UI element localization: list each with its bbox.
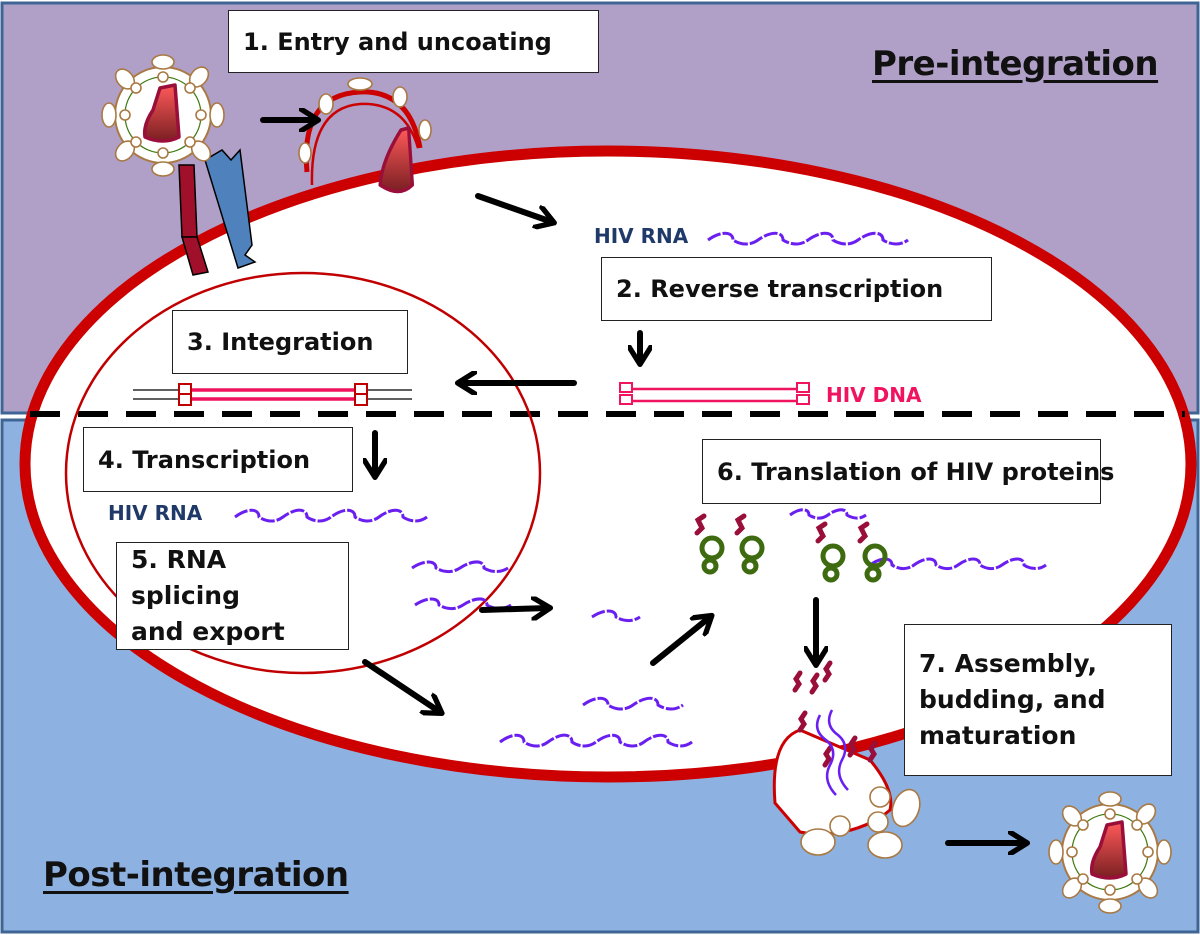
ribosome (734, 513, 765, 575)
nascent-protein (857, 521, 870, 544)
step-7-line-3: maturation (919, 721, 1077, 751)
nucleus-membrane (64, 271, 542, 675)
step-5-splicing-box: 5. RNA splicing and export (116, 542, 349, 650)
hiv-rna-strand (499, 733, 693, 748)
viral-protein (867, 740, 878, 763)
nascent-protein (694, 513, 707, 536)
ribosome (815, 521, 846, 583)
step-4-label: Transcription (132, 445, 311, 474)
step-5-line-1: 5. RNA splicing (131, 542, 334, 615)
step-5-line-2: and export (131, 617, 285, 647)
arrow-uncoating (475, 193, 552, 222)
step-7-number: 7. (919, 648, 946, 678)
coreceptor (204, 148, 257, 269)
step-6-translation-box: 6. Translation of HIV proteins (702, 439, 1114, 504)
packaged-rna (827, 709, 849, 791)
step-2-reverse-transcription-box: 2. Reverse transcription (601, 257, 992, 321)
integrated-provirus (133, 383, 412, 406)
viral-protein (809, 672, 820, 695)
nascent-protein (815, 521, 828, 544)
hiv-dna-label: HIV DNA (826, 383, 922, 407)
step-3-number: 3. (187, 328, 213, 356)
pre-integration-title: Pre-integration (872, 44, 1159, 84)
budding-virion (772, 660, 921, 859)
hiv-rna-label-cytoplasm: HIV RNA (594, 224, 689, 248)
step-1-entry-box: 1. Entry and uncoating (228, 10, 599, 73)
hiv-rna-strand (414, 597, 512, 611)
arrow-export-nuclear-2 (362, 659, 440, 712)
arrow-export-nuclear-1 (479, 608, 548, 610)
step-6-number: 6. (717, 457, 743, 486)
step-5-number: 5. (131, 544, 158, 574)
arrow-to-translation (650, 617, 710, 666)
hiv-rna-strand (869, 557, 1047, 571)
step-1-number: 1. (243, 27, 269, 56)
hiv-rna-strand (234, 508, 428, 523)
step-7-label: Assembly, (954, 648, 1098, 678)
step-4-number: 4. (98, 445, 124, 474)
ribosome (694, 513, 725, 575)
hiv-rna-strand (707, 231, 909, 246)
viral-protein (822, 745, 833, 768)
step-7-line-1: 7. Assembly, (919, 646, 1097, 682)
post-integration-title: Post-integration (43, 855, 349, 895)
step-2-label: Reverse transcription (650, 275, 944, 303)
packaged-rna (815, 714, 837, 796)
hiv-rna-strand (582, 696, 684, 711)
step-2-number: 2. (616, 275, 642, 303)
hiv-rna-strand (411, 560, 509, 574)
viral-protein (792, 670, 803, 693)
nascent-protein (734, 513, 747, 536)
hiv-rna-strand (591, 609, 641, 623)
step-3-integration-box: 3. Integration (172, 310, 408, 374)
hiv-rna-label-nucleus: HIV RNA (108, 501, 203, 525)
step-1-label: Entry and uncoating (277, 27, 552, 56)
virion-mature (1047, 790, 1173, 915)
virion-incoming (100, 53, 226, 178)
viral-protein (797, 710, 808, 733)
hiv-dna (619, 382, 810, 405)
viral-protein (822, 660, 833, 683)
translating-ribosomes (694, 513, 888, 583)
ribosome (857, 521, 888, 583)
step-6-label: Translation of HIV proteins (751, 457, 1115, 486)
step-4-transcription-box: 4. Transcription (83, 427, 353, 492)
hiv-rna-strand (789, 508, 867, 520)
step-5-label: RNA splicing (131, 544, 240, 610)
step-3-label: Integration (221, 328, 374, 356)
cd4-receptor (178, 164, 209, 276)
viral-protein (847, 735, 858, 758)
step-7-assembly-box: 7. Assembly, budding, and maturation (904, 624, 1172, 776)
step-7-line-2: budding, and (919, 684, 1106, 714)
fusing-virion (298, 77, 432, 194)
